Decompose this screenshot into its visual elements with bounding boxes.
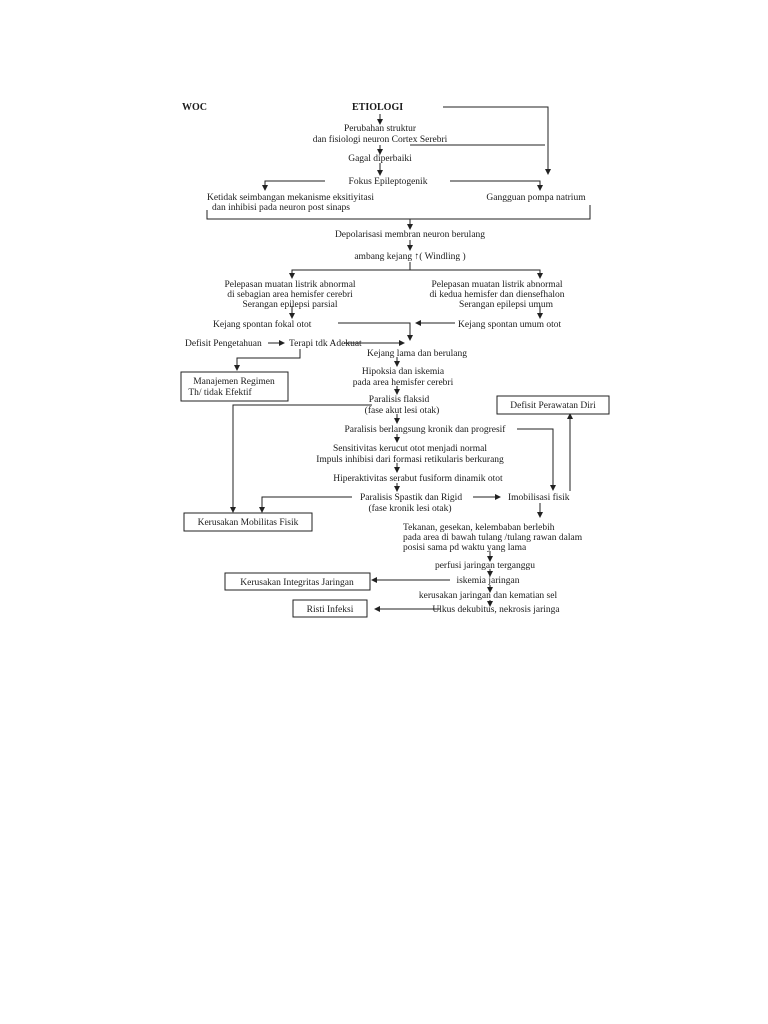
node-ketidak-line1: Ketidak seimbangan mekanisme eksitiyitas… [207,193,374,203]
box-kerusakan-mobilitas: Kerusakan Mobilitas Fisik [183,512,313,532]
node-pelepasan-parsial-line2: di sebagian area hemisfer cerebri [227,289,353,300]
node-sensitivitas-line1: Sensitivitas kerucut otot menjadi normal [333,444,487,454]
node-paralisis-kronik: Paralisis berlangsung kronik dan progres… [345,424,507,435]
node-perubahan-line1: Perubahan struktur [344,124,417,134]
connectors [206,106,591,612]
node-pelepasan-parsial-line1: Pelepasan muatan listrik abnormal [224,280,355,290]
node-spastik-line2: (fase kronik lesi otak) [368,503,451,514]
box-manajemen-line1: Manajemen Regimen [193,377,275,387]
etiologi-label: ETIOLOGI [352,102,403,113]
node-tekanan-line2: pada area di bawah tulang /tulang rawan … [403,533,583,543]
box-defisit-perawatan-label: Defisit Perawatan Diri [510,400,596,411]
node-sensitivitas-line2: Impuls inhibisi dari formasi retikularis… [316,454,504,465]
box-kerusakan-mobilitas-label: Kerusakan Mobilitas Fisik [198,518,299,528]
node-imobilisasi: Imobilisasi fisik [508,492,570,503]
node-pelepasan-umum-line1: Pelepasan muatan listrik abnormal [431,280,562,290]
node-ketidak-line2: dan inhibisi pada neuron post sinaps [212,203,350,213]
box-risti-infeksi-label: Risti Infeksi [307,604,354,615]
node-kejang-lama: Kejang lama dan berulang [367,349,467,359]
node-tekanan-line3: posisi sama pd waktu yang lama [403,543,527,553]
box-risti-infeksi: Risti Infeksi [292,599,368,618]
node-kejang-fokal: Kejang spontan fokal otot [213,319,312,330]
node-paralisis-flaksid-line1: Paralisis flaksid [369,394,430,405]
node-hipoksia-line1: Hipoksia dan iskemia [362,367,445,377]
node-pelepasan-parsial-line3: Serangan epilepsi parsial [243,300,338,310]
node-fokus: Fokus Epileptogenik [349,177,428,187]
node-perfusi: perfusi jaringan terganggu [435,560,535,571]
node-pelepasan-umum-line2: di kedua hemisfer dan diensefhalon [429,289,564,300]
node-gangguan: Gangguan pompa natrium [486,193,586,203]
node-hiperaktivitas: Hiperaktivitas serabut fusiform dinamik … [333,473,503,484]
node-pelepasan-umum-line3: Serangan epilepsi umum [459,300,554,310]
box-manajemen-line2: Th/ tidak Efektif [188,387,252,398]
box-kerusakan-integritas: Kerusakan Integritas Jaringan [224,572,371,591]
box-kerusakan-integritas-label: Kerusakan Integritas Jaringan [240,578,354,588]
node-kerusakan-sel: kerusakan jaringan dan kematian sel [419,591,558,601]
woc-label: WOC [182,102,207,113]
node-hipoksia-line2: pada area hemisfer cerebri [353,377,454,388]
node-gagal: Gagal diperbaiki [348,154,412,164]
node-kejang-umum: Kejang spontan umum otot [458,320,562,330]
node-perubahan-line2: dan fisiologi neuron Cortex Serebri [313,134,448,145]
node-iskemia: iskemia jaringan [456,576,519,586]
node-spastik-line1: Paralisis Spastik dan Rigid [360,493,462,503]
node-tekanan-line1: Tekanan, gesekan, kelembaban berlebih [403,523,555,533]
node-defisit-pengetahuan: Defisit Pengetahuan [185,338,262,349]
node-terapi: Terapi tdk Adekuat [289,339,362,349]
box-defisit-perawatan-diri: Defisit Perawatan Diri [496,395,610,415]
node-ulkus: Ulkus dekubitus, nekrosis jaringa [432,605,560,615]
box-manajemen-regimen: Manajemen Regimen Th/ tidak Efektif [180,371,289,402]
node-depolarisasi: Depolarisasi membran neuron berulang [335,230,485,240]
node-ambang: ambang kejang ↑( Windling ) [354,251,465,262]
node-paralisis-flaksid-line2: (fase akut lesi otak) [365,405,440,416]
